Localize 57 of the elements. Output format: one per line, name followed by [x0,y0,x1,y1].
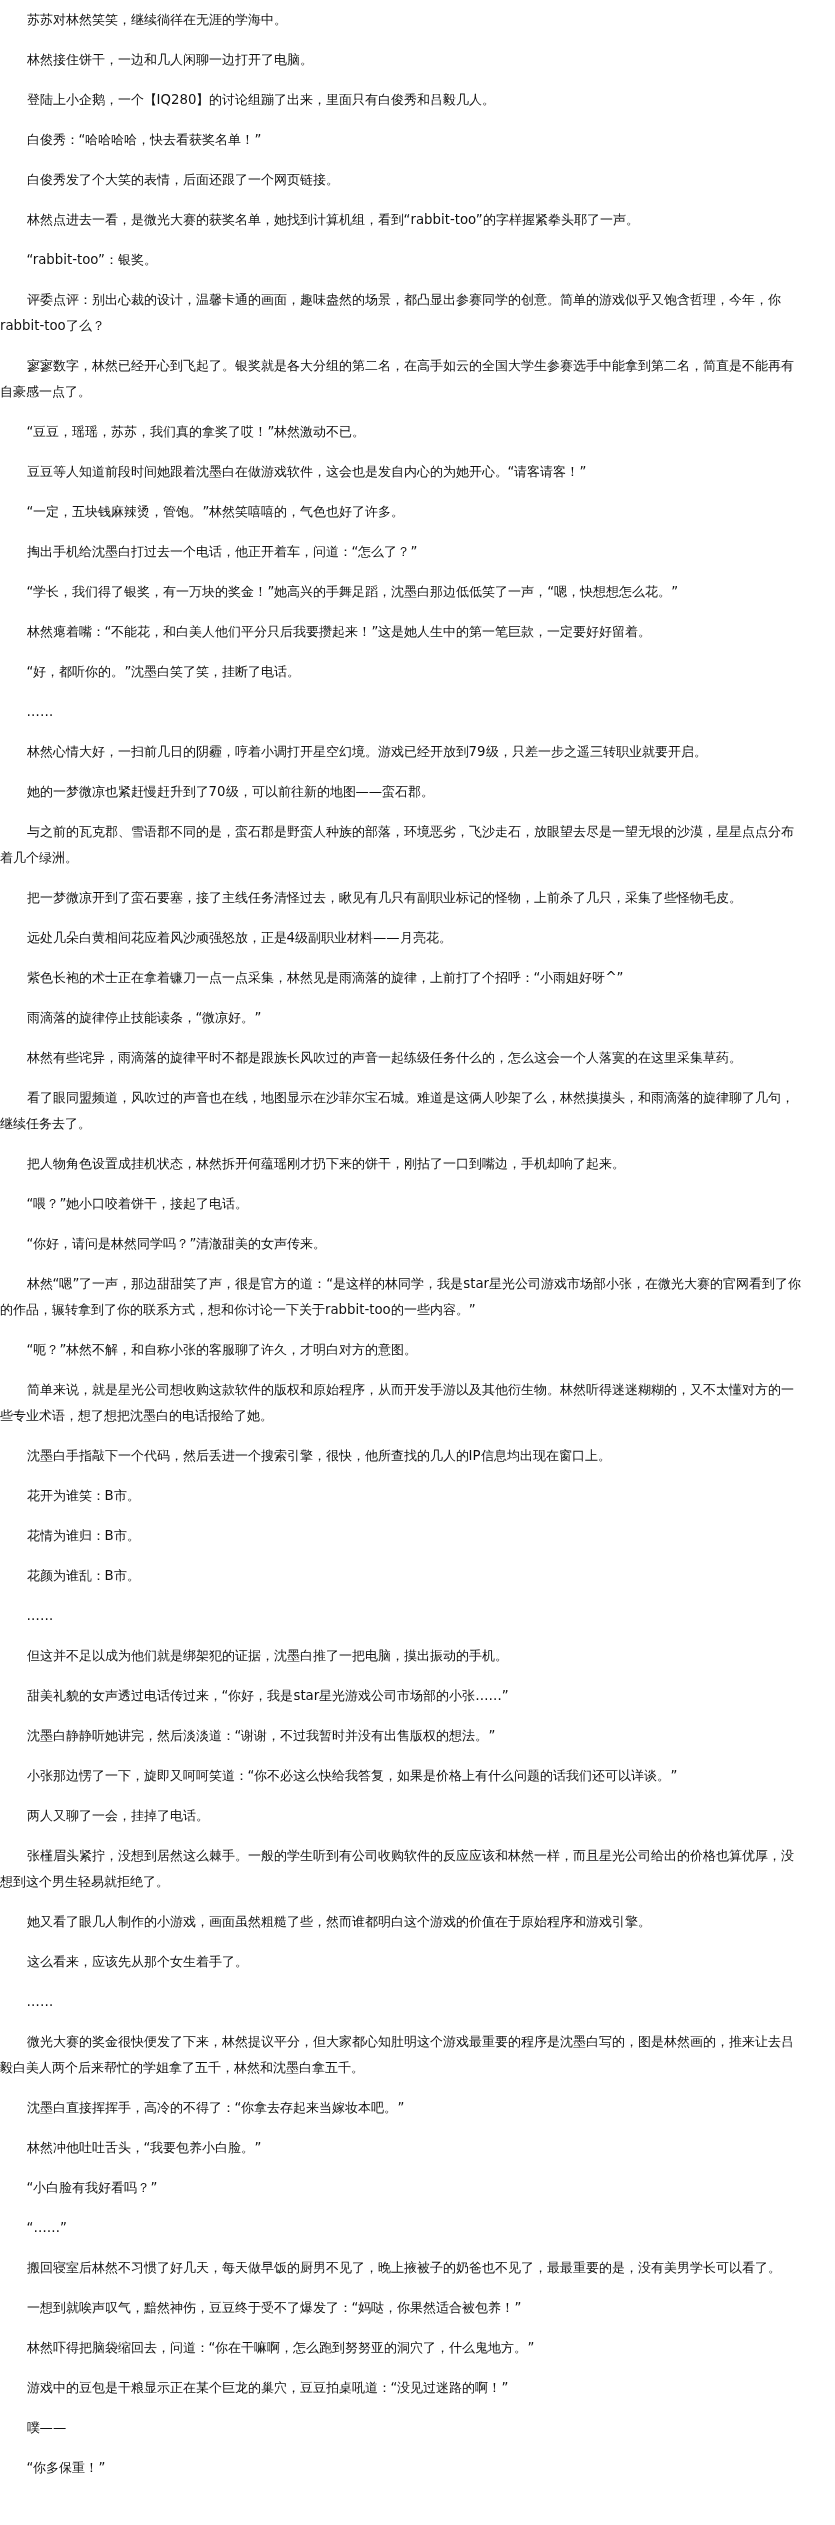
paragraph: 林然接住饼干，一边和几人闲聊一边打开了电脑。 [25,51,314,69]
paragraph: 把人物角色设置成挂机状态，林然拆开何蕴瑶刚才扔下来的饼干，刚拈了一口到嘴边，手机却响了起来。 [25,1155,626,1173]
paragraph: 雨滴落的旋律停止技能读条，“微凉好。” [25,1009,263,1027]
paragraph: 把一梦微凉开到了蛮石要塞，接了主线任务清怪过去，瞅见有几只有副职业标记的怪物，上前杀了几只，采集了些怪物毛皮。 [25,889,743,907]
paragraph: 游戏中的豆包是干粮显示正在某个巨龙的巢穴，豆豆拍桌吼道：“没见过迷路的啊！” [25,2379,510,2397]
paragraph: 评委点评：别出心裁的设计，温馨卡通的画面，趣味盎然的场景，都凸显出参赛同学的创意。简单的游戏似乎又饱含哲理，今年，你rabbit-too了么？ [0,291,782,335]
paragraph: 张槿眉头紧拧，没想到居然这么棘手。一般的学生听到有公司收购软件的反应应该和林然一样，而且星光公司给出的价格也算优厚，没想到这个男生轻易就拒绝了。 [0,1847,795,1891]
paragraph: 紫色长袍的术士正在拿着镰刀一点一点采集，林然见是雨滴落的旋律，上前打了个招呼：“小雨姐好呀^” [25,969,625,987]
paragraph: 掏出手机给沈墨白打过去一个电话，他正开着车，问道：“怎么了？” [25,543,419,561]
paragraph: 沈墨白手指敲下一个代码，然后丢进一个搜索引擎，很快，他所查找的几人的IP信息均出现在窗口上。 [25,1447,612,1465]
paragraph: 花情为谁归：B市。 [25,1527,141,1545]
paragraph: 甜美礼貌的女声透过电话传过来，“你好，我是star星光游戏公司市场部的小张……” [25,1687,510,1705]
paragraph: 林然瘪着嘴：“不能花，和白美人他们平分只后我要攒起来！”这是她人生中的第一笔巨款，一定要好好留着。 [25,623,653,641]
paragraph: 林然冲他吐吐舌头，“我要包养小白脸。” [25,2139,263,2157]
paragraph: 远处几朵白黄相间花应着风沙顽强怒放，正是4级副职业材料——月亮花。 [25,929,453,947]
paragraph: “呃？”林然不解，和自称小张的客服聊了许久，才明白对方的意图。 [25,1341,419,1359]
paragraph: 沈墨白静静听她讲完，然后淡淡道：“谢谢，不过我暂时并没有出售版权的想法。” [25,1727,497,1745]
paragraph: 她又看了眼几人制作的小游戏，画面虽然粗糙了些，然而谁都明白这个游戏的价值在于原始程序和游戏引擎。 [25,1913,652,1931]
paragraph: “小白脸有我好看吗？” [25,2179,159,2197]
paragraph: 但这并不足以成为他们就是绑架犯的证据，沈墨白推了一把电脑，摸出振动的手机。 [25,1647,509,1665]
paragraph: “喂？”她小口咬着饼干，接起了电话。 [25,1195,250,1213]
paragraph: 沈墨白直接挥挥手，高冷的不得了：“你拿去存起来当嫁妆本吧。” [25,2099,406,2117]
paragraph: 林然有些诧异，雨滴落的旋律平时不都是跟族长风吹过的声音一起练级任务什么的，怎么这会一个人落寞的在这里采集草药。 [25,1049,743,1067]
paragraph: 白俊秀：“哈哈哈哈，快去看获奖名单！” [25,131,263,149]
paragraph: 林然点进去一看，是微光大赛的获奖名单，她找到计算机组，看到“rabbit-too”的字样握紧拳头耶了一声。 [25,211,640,229]
paragraph: 登陆上小企鹅，一个【IQ280】的讨论组蹦了出来，里面只有白俊秀和吕毅几人。 [25,91,497,109]
paragraph: …… [25,703,55,721]
paragraph: 林然吓得把脑袋缩回去，问道：“你在干嘛啊，怎么跑到努努亚的洞穴了，什么鬼地方。” [25,2339,536,2357]
paragraph: 苏苏对林然笑笑，继续徜徉在无涯的学海中。 [25,11,288,29]
paragraph: “豆豆，瑶瑶，苏苏，我们真的拿奖了哎！”林然激动不已。 [25,423,367,441]
paragraph: “好，都听你的。”沈墨白笑了笑，挂断了电话。 [25,663,302,681]
paragraph: “学长，我们得了银奖，有一万块的奖金！”她高兴的手舞足蹈，沈墨白那边低低笑了一声，“嗯，快想想怎么花。” [25,583,680,601]
paragraph: 这么看来，应该先从那个女生着手了。 [25,1953,249,1971]
paragraph: 简单来说，就是星光公司想收购这款软件的版权和原始程序，从而开发手游以及其他衍生物。林然听得迷迷糊糊的，又不太懂对方的一些专业术语，想了想把沈墨白的电话报给了她。 [0,1381,795,1425]
paragraph: 寥寥数字，林然已经开心到飞起了。银奖就是各大分组的第二名，在高手如云的全国大学生参赛选手中能拿到第二名，简直是不能再有自豪感一点了。 [0,357,795,401]
paragraph: “你多保重！” [25,2459,107,2477]
paragraph: …… [25,1607,55,1625]
paragraph: 白俊秀发了个大笑的表情，后面还跟了一个网页链接。 [25,171,340,189]
paragraph: “一定，五块钱麻辣烫，管饱。”林然笑嘻嘻的，气色也好了许多。 [25,503,406,521]
paragraph: 林然“嗯”了一声，那边甜甜笑了声，很是官方的道：“是这样的林同学，我是star星光公司游戏市场部小张，在微光大赛的官网看到了你的作品，辗转拿到了你的联系方式，想和你讨论一下关于rabbit-too的一些内容。” [0,1275,803,1319]
paragraph: 一想到就唉声叹气，黯然神伤，豆豆终于受不了爆发了：“妈哒，你果然适合被包养！” [25,2299,523,2317]
paragraph: 她的一梦微凉也紧赶慢赶升到了70级，可以前往新的地图——蛮石郡。 [25,783,436,801]
paragraph: 小张那边愣了一下，旋即又呵呵笑道：“你不必这么快给我答复，如果是价格上有什么问题的话我们还可以详谈。” [25,1767,679,1785]
paragraph: “……” [25,2219,68,2237]
paragraph: 豆豆等人知道前段时间她跟着沈墨白在做游戏软件，这会也是发自内心的为她开心。“请客请客！” [25,463,588,481]
paragraph: 微光大赛的奖金很快便发了下来，林然提议平分，但大家都心知肚明这个游戏最重要的程序是沈墨白写的，图是林然画的，推来让去吕毅白美人两个后来帮忙的学姐拿了五千，林然和沈墨白拿五千。 [0,2033,795,2077]
paragraph: 花颜为谁乱：B市。 [25,1567,141,1585]
paragraph: …… [25,1993,55,2011]
paragraph: 两人又聊了一会，挂掉了电话。 [25,1807,210,1825]
paragraph: 林然心情大好，一扫前几日的阴霾，哼着小调打开星空幻境。游戏已经开放到79级，只差一步之遥三转职业就要开启。 [25,743,708,761]
paragraph: 看了眼同盟频道，风吹过的声音也在线，地图显示在沙菲尔宝石城。难道是这俩人吵架了么，林然摸摸头，和雨滴落的旋律聊了几句，继续任务去了。 [0,1089,795,1133]
paragraph: 噗—— [25,2419,68,2437]
paragraph: 花开为谁笑：B市。 [25,1487,141,1505]
paragraph: “你好，请问是林然同学吗？”清澈甜美的女声传来。 [25,1235,328,1253]
paragraph: 与之前的瓦克郡、雪语郡不同的是，蛮石郡是野蛮人种族的部落，环境恶劣，飞沙走石，放眼望去尽是一望无垠的沙漠，星星点点分布着几个绿洲。 [0,823,795,867]
paragraph: 搬回寝室后林然不习惯了好几天，每天做早饭的厨男不见了，晚上掖被子的奶爸也不见了，最最重要的是，没有美男学长可以看了。 [25,2259,782,2277]
paragraph: “rabbit-too”：银奖。 [25,251,158,269]
